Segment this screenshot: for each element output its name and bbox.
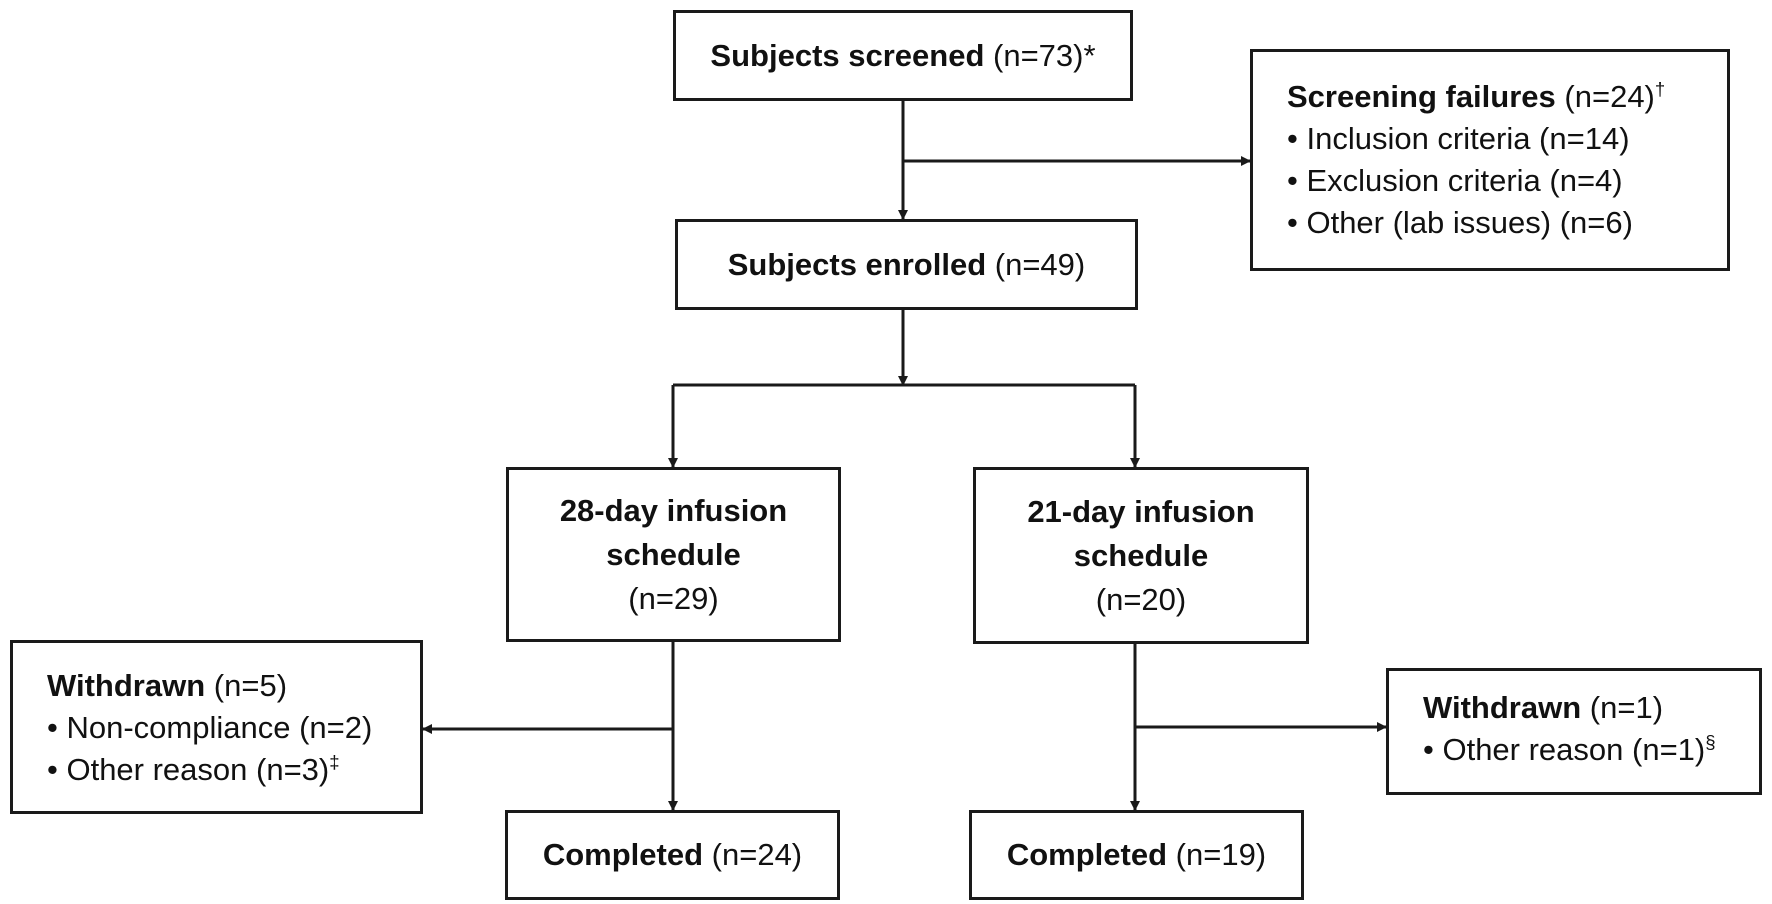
screening-failures-footnote-mark: † [1654,78,1666,100]
screening-failure-item: • Inclusion criteria (n=14) [1287,121,1630,156]
completed-21-text: Completed (n=19) [1007,834,1266,876]
arm-21-title-line1: 21-day infusion [1027,493,1255,529]
withdrawn-21-title: Withdrawn [1423,690,1582,725]
screening-failures-heading: Screening failures (n=24)† [1287,76,1727,118]
completed-28-text: Completed (n=24) [543,834,802,876]
withdrawn-28-item: • Other reason (n=3) [47,752,330,787]
arm-21-count: (n=20) [1095,581,1187,617]
withdrawn-28-item: • Non-compliance (n=2) [47,710,373,745]
withdrawn-28-title: Withdrawn [47,668,206,703]
withdrawn-21-item-with-mark: • Other reason (n=1)§ [1423,729,1759,771]
withdrawn-21-footnote-mark: § [1705,731,1716,753]
completed-21-box: Completed (n=19) [969,810,1304,900]
completed-28-title: Completed [542,837,704,873]
screened-box: Subjects screened (n=73)* [673,10,1133,101]
screening-failures-count: (n=24) [1564,79,1655,114]
arm-21-box: 21-day infusion schedule (n=20) [973,467,1309,644]
completed-28-box: Completed (n=24) [505,810,840,900]
withdrawn-21-box: Withdrawn (n=1) • Other reason (n=1)§ [1386,668,1762,795]
arm-21-title-line2: schedule [1073,537,1209,573]
arm-28-title-line2: schedule [606,536,741,572]
completed-21-count: (n=19) [1175,837,1267,873]
withdrawn-21-heading: Withdrawn (n=1) [1423,687,1759,729]
screening-failures-title: Screening failures [1287,79,1556,114]
enrolled-count: (n=49) [994,246,1086,282]
arm-28-title-line1: 28-day infusion [559,492,788,528]
completed-28-count: (n=24) [711,837,803,873]
enrolled-title: Subjects enrolled [727,246,987,282]
withdrawn-28-heading: Withdrawn (n=5) [47,665,420,707]
withdrawn-28-footnote-mark: ‡ [329,751,340,773]
withdrawn-28-item-with-mark: • Other reason (n=3)‡ [47,749,420,791]
screening-failure-item: • Exclusion criteria (n=4) [1287,163,1623,198]
enrolled-text: Subjects enrolled (n=49) [728,244,1086,286]
screened-text: Subjects screened (n=73)* [710,35,1095,77]
withdrawn-28-box: Withdrawn (n=5) • Non-compliance (n=2) •… [10,640,423,814]
screened-title: Subjects screened [710,37,985,73]
screened-footnote-mark: * [1083,37,1096,73]
completed-21-title: Completed [1006,837,1168,873]
arm-28-count: (n=29) [628,580,719,616]
withdrawn-21-item: • Other reason (n=1) [1423,732,1706,767]
screening-failures-box: Screening failures (n=24)† • Inclusion c… [1250,49,1730,271]
screening-failure-item: • Other (lab issues) (n=6) [1287,205,1633,240]
withdrawn-28-count: (n=5) [213,668,288,703]
screened-count: (n=73) [993,37,1084,73]
withdrawn-21-count: (n=1) [1589,690,1664,725]
enrolled-box: Subjects enrolled (n=49) [675,219,1138,310]
arm-28-box: 28-day infusion schedule (n=29) [506,467,841,642]
